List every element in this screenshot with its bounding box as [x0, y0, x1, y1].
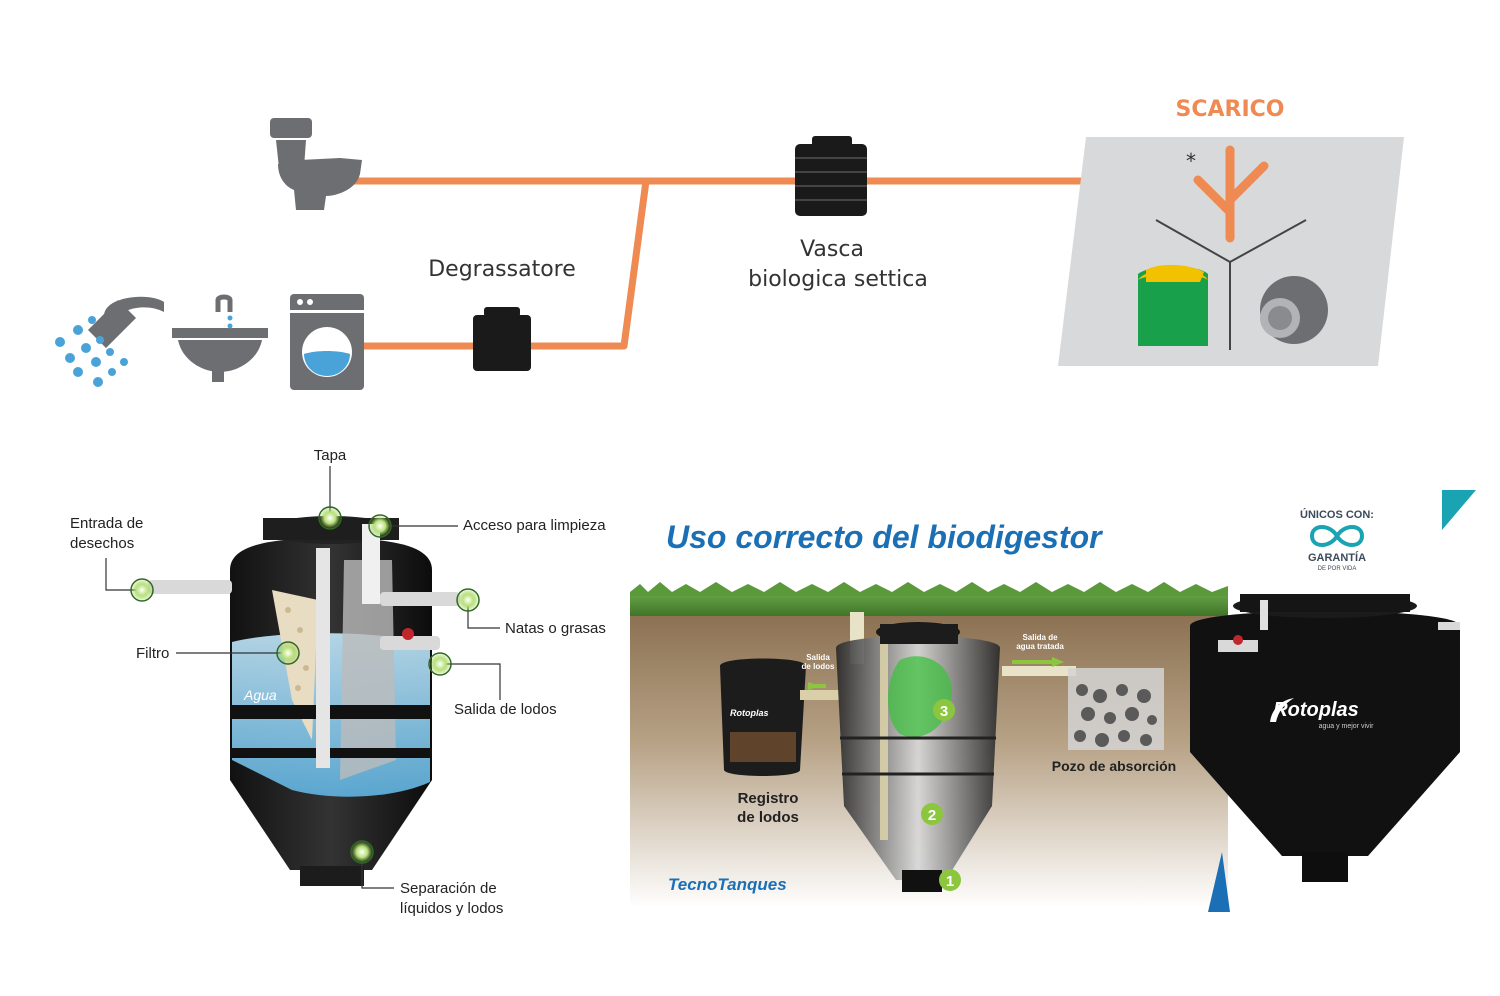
- callout-dot-separacion: [350, 840, 374, 864]
- scarico-label: SCARICO: [1176, 97, 1285, 122]
- flow-diagram: Degrassatore Vasca biologica settica SCA…: [55, 97, 1404, 390]
- cutaway-callout-dots: [130, 506, 480, 864]
- dispersal-tree-icon: [1193, 145, 1269, 243]
- registro-box: Rotoplas: [720, 658, 806, 776]
- callout-dot-tapa: [318, 506, 342, 530]
- guarantee-badge: ÚNICOS CON: GARANTÍA DE POR VIDA: [1300, 508, 1374, 572]
- pozo-label: Pozo de absorción: [1052, 758, 1176, 774]
- drain-pipe-icon: [1260, 276, 1328, 344]
- panel-divider-lines: [1155, 219, 1307, 350]
- pipe-washer-to-degrassatore: [362, 180, 650, 350]
- pipes: [352, 177, 1082, 350]
- water-arrow-icon: [1052, 657, 1064, 667]
- scarico-panel: *: [1058, 137, 1404, 366]
- step-1: 1: [946, 873, 954, 890]
- tapa-label: Tapa: [314, 447, 347, 464]
- corner-accent: [1442, 490, 1476, 530]
- registro-label-line1: Registro: [738, 790, 799, 807]
- shower-icon: [55, 296, 164, 387]
- salida-lodos-scene-line1: Salida: [806, 653, 830, 662]
- absorption-pit: [1068, 668, 1164, 750]
- vasca-label-line1: Vasca: [800, 237, 864, 262]
- entrada-label-line2: desechos: [70, 535, 134, 552]
- rotoplas-tagline: agua y mejor vivir: [1319, 723, 1375, 730]
- infinity-icon: [1309, 525, 1365, 547]
- washing-machine-icon: [290, 294, 364, 390]
- salida-agua-line2: agua tratada: [1016, 642, 1064, 651]
- callout-dot-acceso: [368, 514, 392, 538]
- biodigester-cutaway: Agua Tapa Entrada de desechos Acceso par…: [70, 447, 606, 917]
- salida-agua-line1: Salida de: [1022, 633, 1058, 642]
- callout-dot-filtro: [276, 641, 300, 665]
- callout-dot-salida: [428, 652, 452, 676]
- bottom-accent: [1208, 852, 1230, 912]
- filtro-label: Filtro: [136, 645, 169, 662]
- septic-tank-icon: [795, 136, 867, 216]
- de-por-vida-label: DE POR VIDA: [1318, 566, 1357, 572]
- toilet-icon: [270, 118, 362, 210]
- acceso-label: Acceso para limpieza: [463, 517, 606, 534]
- separacion-label-line1: Separación de: [400, 880, 497, 897]
- registro-label-line2: de lodos: [737, 809, 799, 826]
- scarico-asterisk: *: [1186, 149, 1196, 173]
- degrassatore-tank-icon: [473, 307, 531, 371]
- vasca-label-line2: biologica settica: [748, 267, 928, 292]
- usage-scene: Uso correcto del biodigestor Rotoplas Re…: [630, 490, 1476, 912]
- sink-icon: [172, 294, 268, 382]
- transparent-biodigester: [836, 622, 1000, 892]
- absorption-pit-icon: [1138, 264, 1208, 346]
- usage-title: Uso correcto del biodigestor: [666, 519, 1103, 555]
- cutaway-callout-lines: [105, 466, 501, 889]
- step-markers: 3 2 1: [921, 699, 961, 891]
- step-2: 2: [928, 807, 936, 824]
- separacion-label-line2: líquidos y lodos: [400, 900, 503, 917]
- callout-dot-entrada: [130, 578, 154, 602]
- degrassatore-label: Degrassatore: [428, 257, 576, 282]
- salida-lodos-label: Salida de lodos: [454, 701, 557, 718]
- registro-brand: Rotoplas: [730, 708, 769, 718]
- treated-water-pipe: [1002, 666, 1076, 676]
- salida-lodos-scene-line2: de lodos: [802, 662, 835, 671]
- rotoplas-tank: Rotoplas agua y mejor vivir: [1190, 594, 1460, 882]
- rotoplas-logo: Rotoplas: [1273, 699, 1359, 721]
- entrada-label-line1: Entrada de: [70, 515, 143, 532]
- unicos-label: ÚNICOS CON:: [1300, 508, 1374, 521]
- garantia-label: GARANTÍA: [1308, 551, 1366, 564]
- rotoplas-swoosh-icon: [1270, 698, 1294, 722]
- step-3: 3: [940, 703, 948, 720]
- agua-label: Agua: [243, 687, 277, 703]
- cutaway-tank: [148, 516, 460, 886]
- callout-dot-natas: [456, 588, 480, 612]
- natas-label: Natas o grasas: [505, 620, 606, 637]
- sludge-pipe: [800, 690, 840, 700]
- tecnotanques-logo: TecnoTanques: [668, 875, 787, 894]
